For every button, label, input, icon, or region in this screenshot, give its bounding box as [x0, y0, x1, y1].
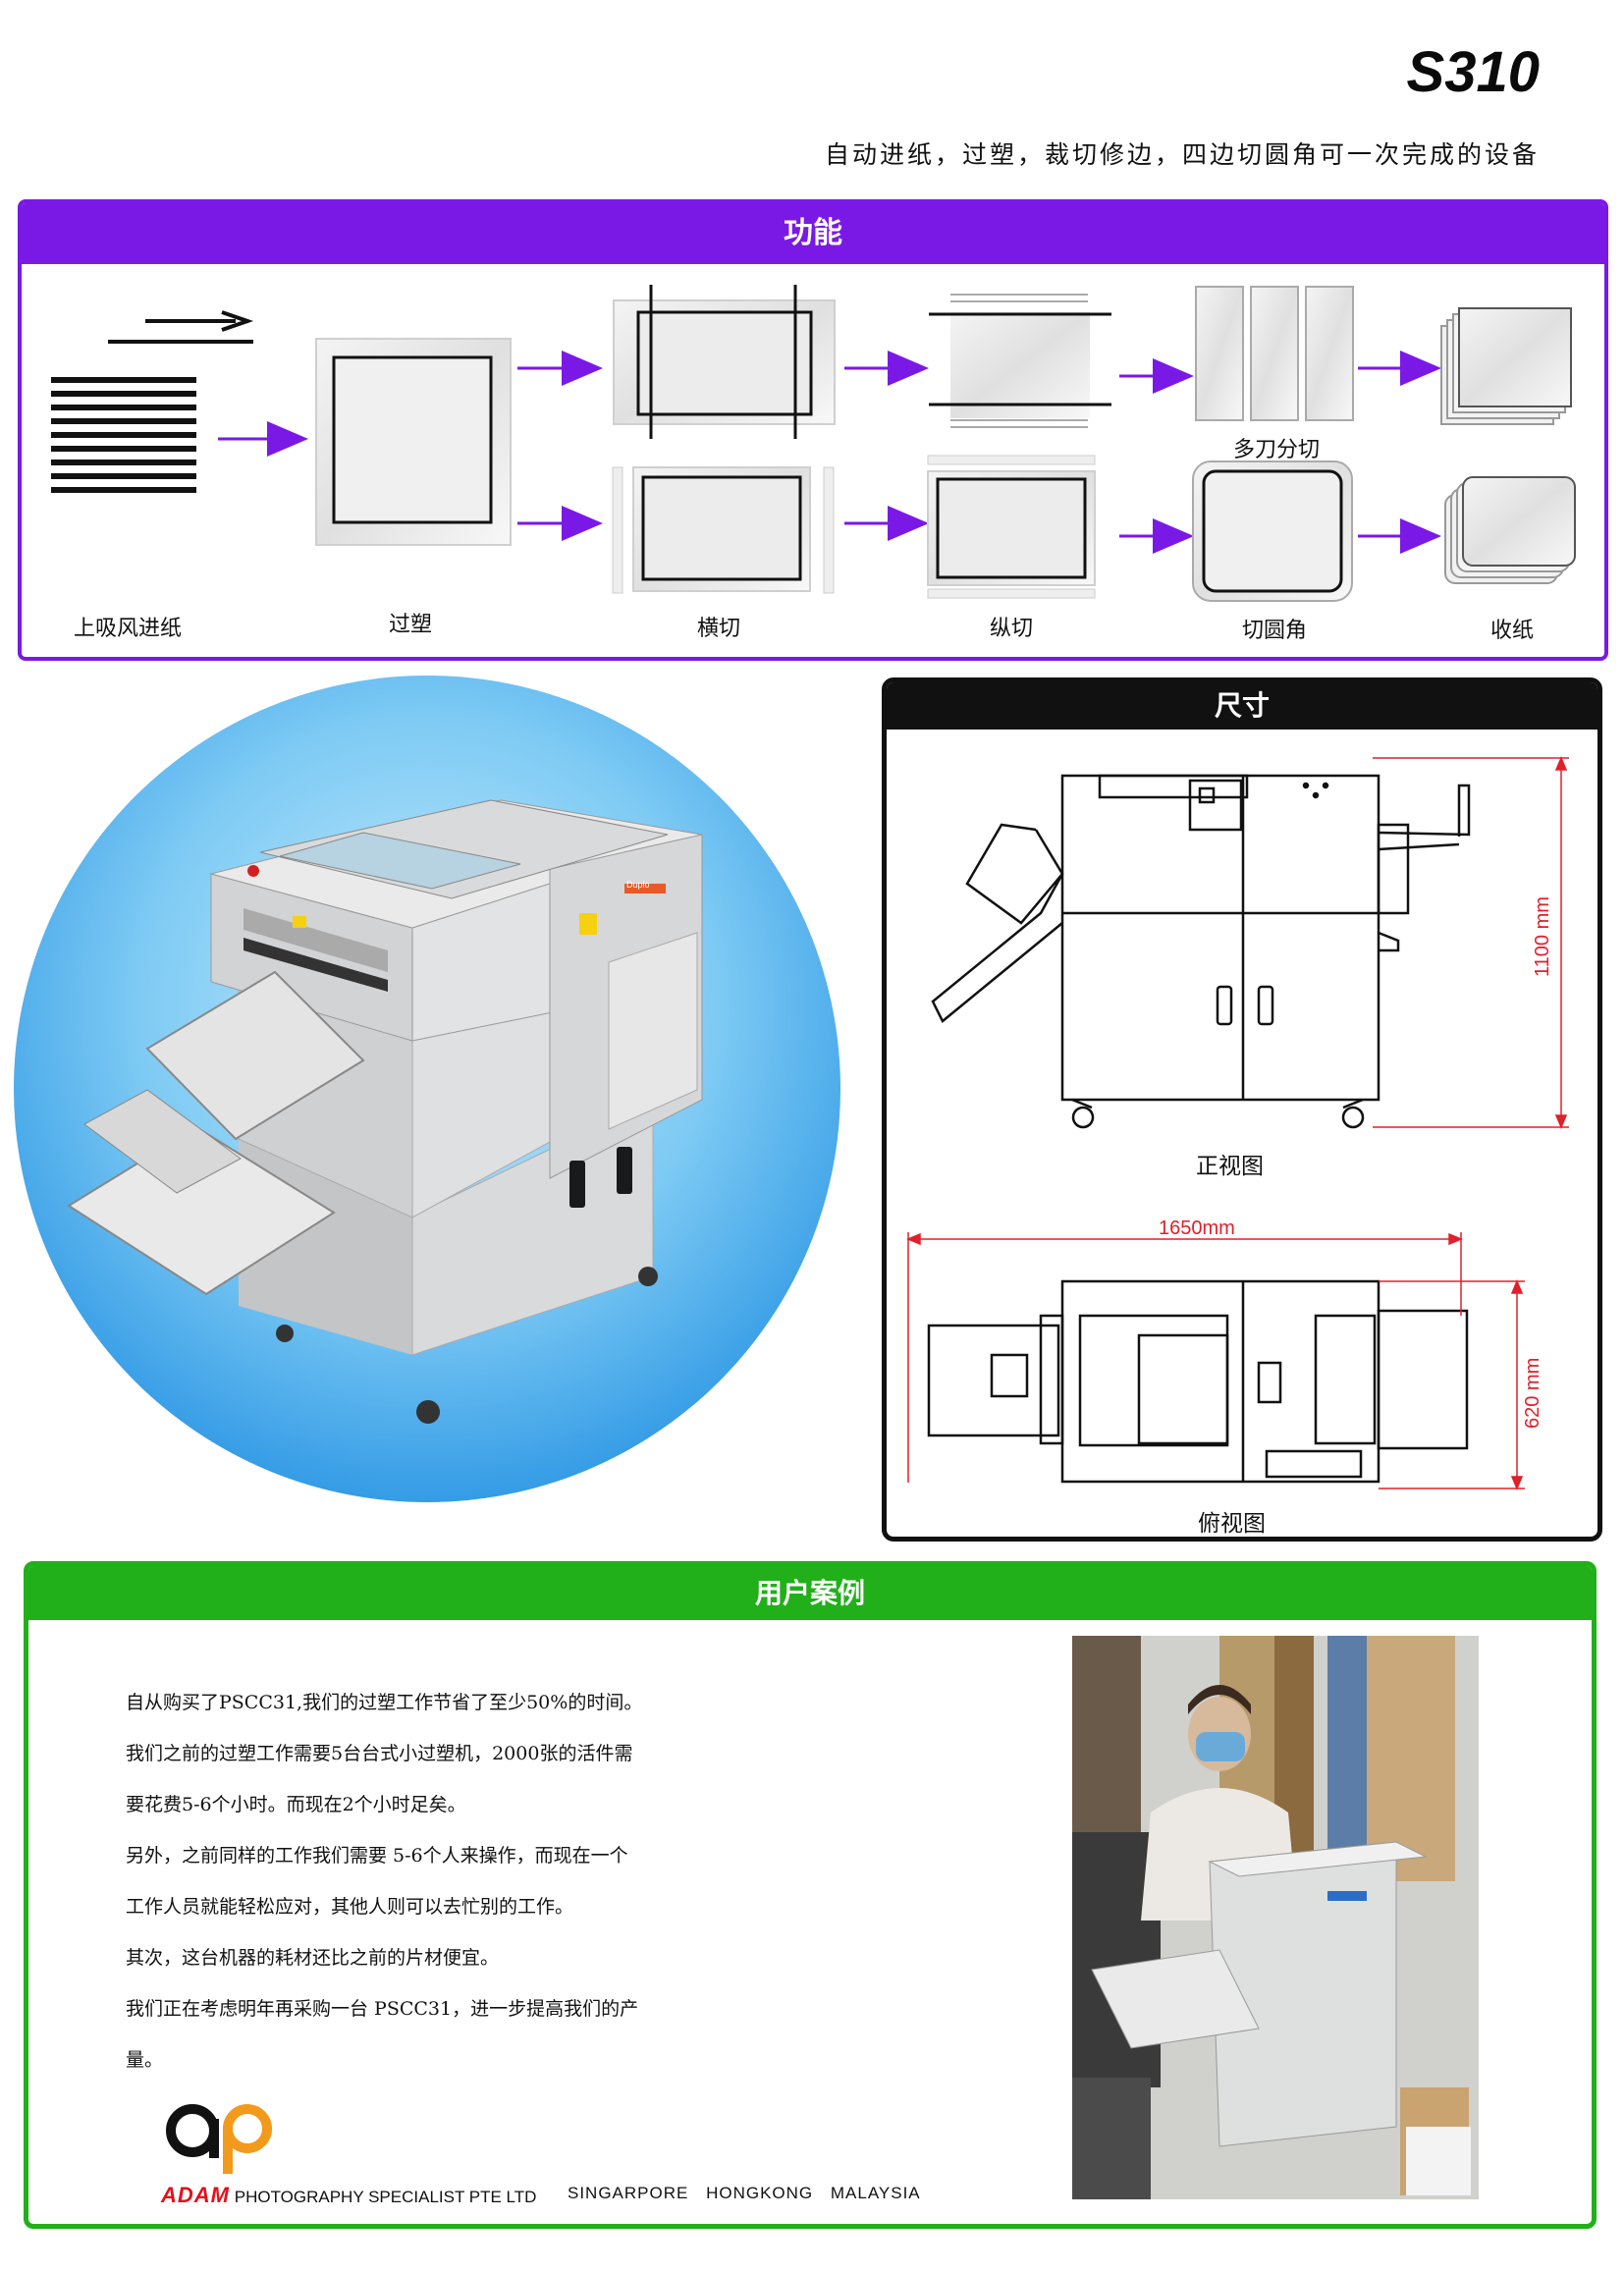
step-label-laminate: 过塑	[388, 613, 432, 637]
testimonial-line: 我们之前的过塑工作需要5台台式小过塑机，2000张的活件需	[126, 1743, 633, 1764]
model-title: S310	[1406, 40, 1540, 104]
round-corner-icon	[1192, 460, 1353, 602]
step-label-collect: 收纸	[1489, 619, 1534, 643]
step-label-feed: 上吸风进纸	[73, 617, 182, 641]
long-cut-bottom-icon	[927, 455, 1096, 599]
laminated-sheet-icon	[315, 338, 512, 546]
depth-dimension-line	[1379, 1279, 1525, 1490]
height-dimension-line	[1373, 756, 1569, 1129]
user-case-title: 用户案例	[28, 1566, 1592, 1620]
testimonial-line: 另外，之前同样的工作我们需要 5-6个人来操作，而现在一个	[126, 1845, 628, 1867]
company-name: PHOTOGRAPHY SPECIALIST PTE LTD	[234, 2188, 537, 2206]
adam-logo-icon	[166, 2104, 272, 2174]
top-view-label: 俯视图	[1198, 1511, 1266, 1537]
company-line: ADAM PHOTOGRAPHY SPECIALIST PTE LTD	[161, 2183, 536, 2208]
testimonial-line: 要花费5-6个小时。而现在2个小时足矣。	[126, 1794, 466, 1815]
top-view-drawing	[927, 1279, 1469, 1484]
testimonial-line: 其次，这台机器的耗材还比之前的片材便宜。	[126, 1947, 500, 1969]
user-case-panel: 用户案例	[24, 1561, 1597, 2229]
cross-cut-bottom-icon	[612, 466, 835, 594]
cross-cut-top-icon	[613, 285, 836, 439]
long-cut-top-icon	[929, 294, 1111, 428]
width-dimension-line	[906, 1232, 1463, 1483]
testimonial-line: 量。	[126, 2049, 164, 2071]
customer-photo-illustration	[1072, 1636, 1479, 2199]
stacked-sheets-top-icon	[1440, 307, 1572, 425]
testimonial-text: 自从购买了PSCC31,我们的过塑工作节省了至少50%的时间。 我们之前的过塑工…	[126, 1677, 754, 2085]
machine-illustration	[67, 799, 703, 1424]
step-label-long-cut: 纵切	[989, 617, 1033, 641]
height-dimension-label: 1100 mm	[1532, 896, 1553, 977]
machine-brand-badge: Duplo	[626, 880, 650, 890]
paper-stack-icon	[51, 377, 196, 493]
tagline: 自动进纸，过塑，裁切修边，四边切圆角可一次完成的设备	[824, 140, 1540, 169]
multi-blade-cut-icon	[1195, 286, 1354, 421]
depth-dimension-label: 620 mm	[1522, 1357, 1543, 1429]
customer-photo	[1072, 1636, 1479, 2199]
feed-direction-arrow	[108, 310, 254, 344]
size-panel-title: 尺寸	[887, 682, 1597, 730]
testimonial-line: 工作人员就能轻松应对，其他人则可以去忙别的工作。	[126, 1896, 574, 1918]
regions-list: SINGARPORE HONGKONG MALAYSIA	[568, 2184, 921, 2202]
function-panel: 功能	[18, 199, 1608, 661]
testimonial-line: 我们正在考虑明年再采购一台 PSCC31，进一步提高我们的产	[126, 1998, 639, 2020]
front-view-label: 正视图	[1196, 1154, 1264, 1179]
step-label-round-corner: 切圆角	[1241, 619, 1307, 643]
brand-name: ADAM	[161, 2183, 230, 2207]
process-flow-diagram	[51, 285, 1576, 602]
dimension-drawings	[906, 756, 1569, 1490]
front-view-drawing	[931, 774, 1471, 1129]
width-dimension-label: 1650mm	[1159, 1218, 1235, 1239]
step-label-multi-blade: 多刀分切	[1232, 438, 1320, 462]
size-panel: 尺寸	[882, 677, 1602, 1542]
function-panel-title: 功能	[22, 203, 1604, 264]
testimonial-line: 自从购买了PSCC31,我们的过塑工作节省了至少50%的时间。	[126, 1692, 643, 1713]
stacked-sheets-bottom-icon	[1444, 476, 1576, 584]
step-label-cross-cut: 横切	[696, 617, 740, 641]
